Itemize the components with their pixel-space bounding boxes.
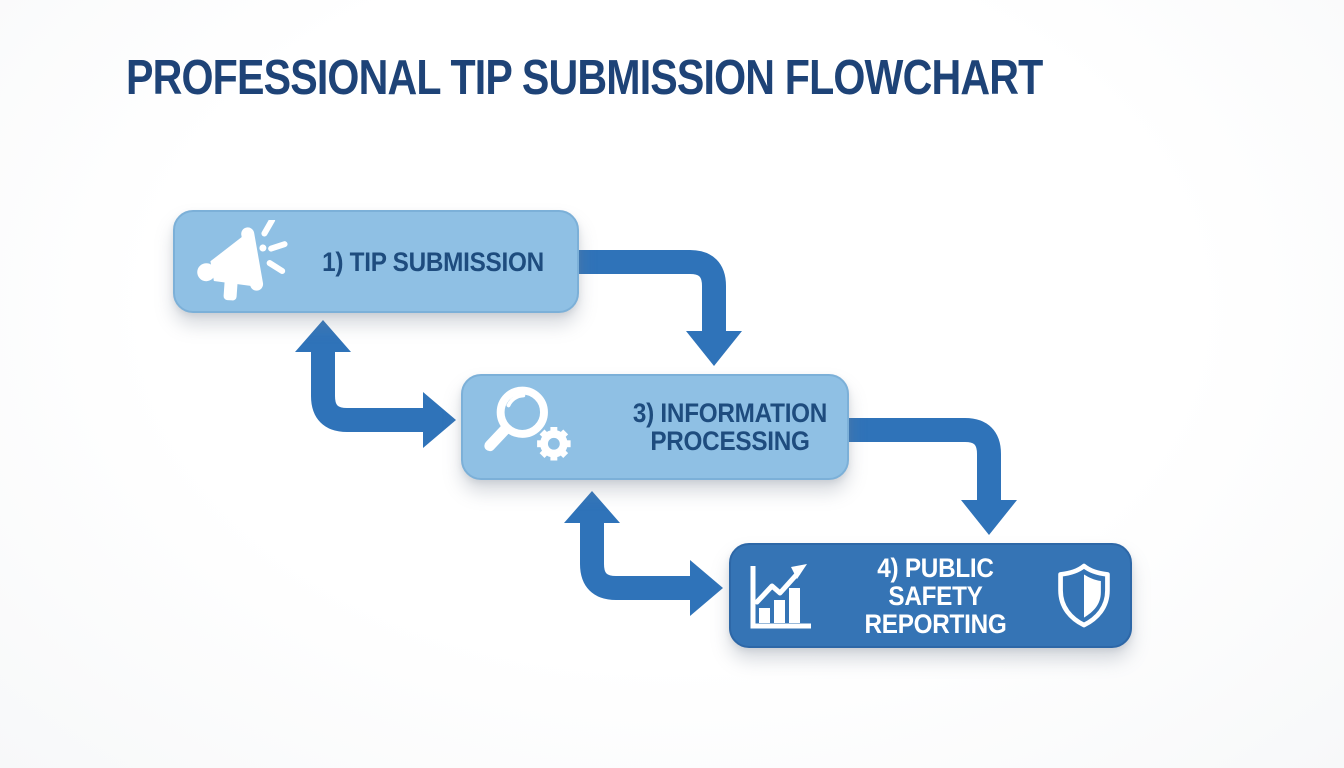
- node-label: 1) TIP SUBMISSION: [303, 248, 562, 276]
- megaphone-icon: [197, 219, 288, 300]
- arrow-node2-to-node3: [849, 418, 1017, 535]
- node-label: 3) INFORMATION PROCESSING: [625, 399, 836, 455]
- arrowhead-up-icon: [564, 491, 620, 523]
- arrowhead-right-icon: [423, 392, 456, 448]
- node-label-line2: REPORTING: [864, 608, 1007, 639]
- arrowhead-right-icon: [690, 560, 723, 616]
- node-label-line1: 4) PUBLIC SAFETY: [877, 552, 994, 611]
- node-tip-submission: 1) TIP SUBMISSION: [173, 210, 579, 313]
- node-label-line1: 1) TIP SUBMISSION: [322, 246, 544, 277]
- node-public-safety-reporting: 4) PUBLIC SAFETY REPORTING: [729, 543, 1132, 648]
- node-label: 4) PUBLIC SAFETY REPORTING: [829, 554, 1042, 638]
- arrow-node1-to-node2: [579, 250, 742, 366]
- shield-icon: [1058, 563, 1110, 627]
- page-title: PROFESSIONAL TIP SUBMISSION FLOWCHART: [126, 51, 1043, 105]
- arrow-node2-node1-elbow: [295, 320, 456, 448]
- node-label-line1: 3) INFORMATION: [632, 398, 828, 428]
- arrowhead-up-icon: [295, 320, 351, 352]
- arrow-node3-node2-elbow: [564, 491, 723, 616]
- node-label-line2: PROCESSING: [650, 426, 810, 456]
- magnifier-gear-icon: [484, 386, 571, 461]
- arrowhead-down-icon: [686, 331, 742, 366]
- bar-chart-growth-icon: [750, 563, 811, 628]
- node-information-processing: 3) INFORMATION PROCESSING: [461, 374, 849, 480]
- arrowhead-down-icon: [961, 500, 1017, 535]
